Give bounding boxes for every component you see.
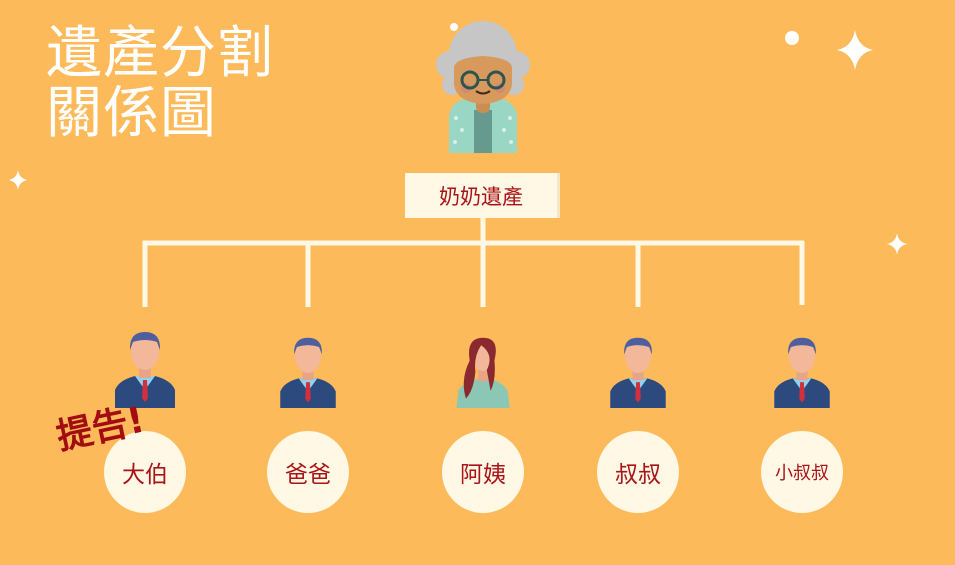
heir-node-uncle: 叔叔 xyxy=(597,431,679,513)
title-line-2: 關係圖 xyxy=(46,81,217,146)
dot-icon xyxy=(785,31,799,45)
woman-avatar-icon xyxy=(456,337,510,408)
dot-icon xyxy=(450,23,458,31)
man-avatar-icon xyxy=(774,337,830,408)
heir-node-aunt: 阿姨 xyxy=(442,431,524,513)
heir-node-youngest-uncle: 小叔叔 xyxy=(761,431,843,513)
sparkle-icon xyxy=(887,233,907,255)
man-avatar-icon xyxy=(115,332,175,408)
title-line-1: 遺產分割 xyxy=(46,21,274,86)
root-node-grandma-estate: 奶奶遺產 xyxy=(405,173,560,218)
man-avatar-icon xyxy=(610,337,666,408)
heir-node-eldest-uncle: 大伯 xyxy=(104,431,186,513)
man-avatar-icon xyxy=(280,337,336,408)
tree-connectors xyxy=(142,218,805,307)
page-title: 遺產分割 關係圖 xyxy=(46,24,274,144)
heir-node-father: 爸爸 xyxy=(267,431,349,513)
grandma-avatar xyxy=(436,21,530,153)
sparkle-icon xyxy=(837,30,873,70)
sparkle-icon xyxy=(9,170,27,190)
